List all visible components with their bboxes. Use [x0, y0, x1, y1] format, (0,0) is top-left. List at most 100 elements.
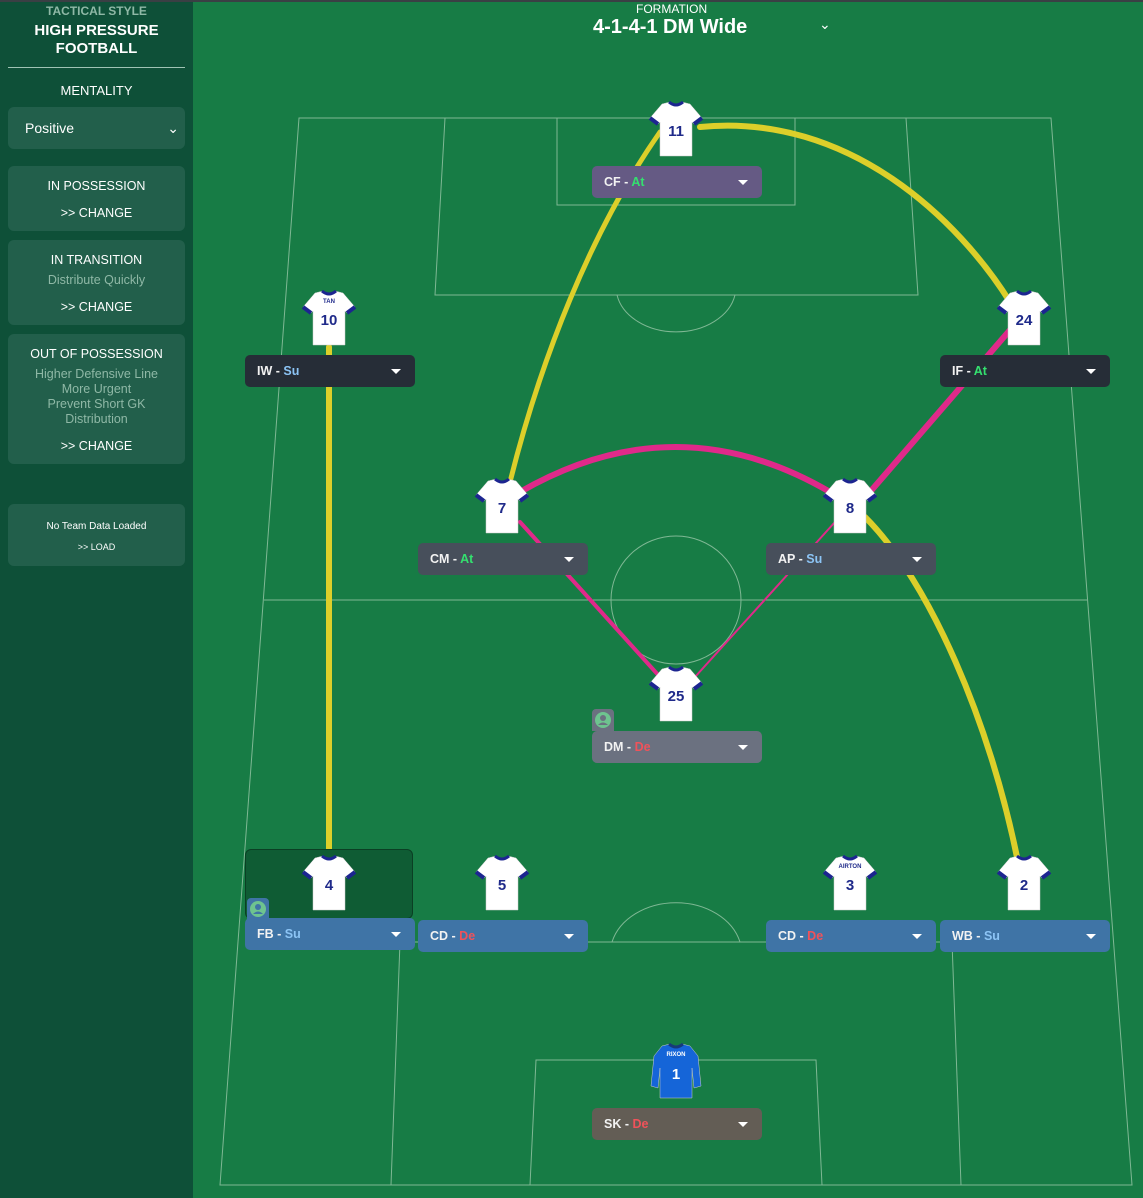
out-of-possession-card: OUT OF POSSESSION Higher Defensive Line …	[8, 334, 185, 464]
out-of-possession-items: Higher Defensive Line More Urgent Preven…	[12, 367, 181, 427]
chevron-down-icon[interactable]: ⌄	[819, 16, 831, 32]
mentality-value: Positive	[25, 120, 75, 136]
caret-down-icon	[564, 933, 574, 939]
shirt-number: 8	[846, 500, 854, 517]
role-label: WB - Su	[952, 929, 1000, 943]
role-duty: Su	[806, 552, 823, 566]
role-duty: De	[807, 929, 824, 943]
oop-item: Prevent Short GK Distribution	[47, 397, 146, 426]
shirt-number: 25	[668, 688, 685, 705]
role-duty: At	[631, 175, 645, 189]
pitch-outline	[219, 117, 1133, 1186]
oop-item: More Urgent	[61, 382, 132, 396]
role-label: FB - Su	[257, 927, 301, 941]
role-select-iw[interactable]: IW - Su	[245, 355, 415, 387]
role-position: AP -	[778, 552, 807, 566]
chevron-down-icon: ⌄	[167, 119, 179, 136]
player-profile-icon[interactable]	[592, 709, 614, 731]
tactical-style-title: HIGH PRESSURE FOOTBALL	[34, 22, 159, 57]
role-duty: Su	[983, 929, 1000, 943]
in-transition-change-button[interactable]: >> CHANGE	[60, 300, 133, 314]
role-position: SK -	[604, 1117, 633, 1131]
role-select-dm[interactable]: DM - De	[592, 731, 762, 763]
bottom-penalty-box	[390, 941, 962, 1186]
shirt-number: 4	[325, 877, 334, 894]
tactical-style-label: TACTICAL STYLE	[46, 4, 147, 18]
player-shirt[interactable]: 5	[474, 854, 530, 912]
player-shirt[interactable]: 4	[301, 854, 357, 912]
player-name: RIXON	[666, 1052, 685, 1058]
divider	[8, 67, 185, 68]
link-line	[697, 122, 1013, 305]
caret-down-icon	[564, 556, 574, 562]
role-select-sk[interactable]: SK - De	[592, 1108, 762, 1140]
load-team-button[interactable]: >> LOAD	[77, 542, 116, 552]
player-shirt[interactable]: 7	[474, 477, 530, 535]
role-label: IF - At	[952, 364, 987, 378]
shirt-number: 2	[1020, 877, 1028, 894]
role-position: CF -	[604, 175, 632, 189]
player-shirt[interactable]: 1 RIXON	[648, 1042, 704, 1100]
in-possession-change-button[interactable]: >> CHANGE	[60, 206, 133, 220]
shirt-number: 5	[498, 877, 506, 894]
shirt-number: 3	[846, 877, 854, 894]
role-duty: Su	[283, 364, 300, 378]
out-of-possession-title: OUT OF POSSESSION	[30, 347, 163, 361]
role-label: IW - Su	[257, 364, 299, 378]
team-data-status: No Team Data Loaded	[46, 521, 147, 532]
role-position: DM -	[604, 740, 635, 754]
shirt-number: 7	[498, 500, 506, 517]
bottom-penalty-arc	[611, 902, 741, 943]
shirt-number: 11	[668, 123, 684, 140]
player-shirt[interactable]: 3 AIRTON	[822, 854, 878, 912]
top-six-yard-box	[556, 118, 796, 206]
role-position: WB -	[952, 929, 984, 943]
role-select-cf[interactable]: CF - At	[592, 166, 762, 198]
mentality-select[interactable]: Positive ⌄	[8, 107, 185, 149]
role-label: CD - De	[778, 929, 823, 943]
in-transition-card: IN TRANSITION Distribute Quickly >> CHAN…	[8, 240, 185, 325]
role-label: CM - At	[430, 552, 473, 566]
role-label: CF - At	[604, 175, 645, 189]
out-of-possession-change-button[interactable]: >> CHANGE	[60, 439, 133, 453]
role-select-ap[interactable]: AP - Su	[766, 543, 936, 575]
top-penalty-arc	[616, 294, 736, 333]
top-penalty-box	[434, 117, 919, 296]
role-label: CD - De	[430, 929, 475, 943]
role-position: FB -	[257, 927, 285, 941]
role-label: AP - Su	[778, 552, 822, 566]
role-position: CD -	[430, 929, 460, 943]
link-line	[517, 444, 833, 495]
formation-select[interactable]: 4-1-4-1 DM Wide	[593, 16, 748, 38]
caret-down-icon	[912, 556, 922, 562]
caret-down-icon	[738, 1121, 748, 1127]
role-select-cm[interactable]: CM - At	[418, 543, 588, 575]
role-duty: De	[632, 1117, 649, 1131]
in-possession-title: IN POSSESSION	[47, 179, 146, 193]
role-select-cd[interactable]: CD - De	[418, 920, 588, 952]
role-select-wb[interactable]: WB - Su	[940, 920, 1110, 952]
player-shirt[interactable]: 24	[996, 289, 1052, 347]
role-select-fb[interactable]: FB - Su	[245, 918, 415, 950]
player-shirt[interactable]: 10 TAN	[301, 289, 357, 347]
center-circle	[610, 535, 742, 665]
shirt-number: 10	[321, 312, 338, 329]
team-data-card: No Team Data Loaded >> LOAD	[8, 504, 185, 566]
caret-down-icon	[391, 931, 401, 937]
caret-down-icon	[1086, 933, 1096, 939]
player-profile-icon[interactable]	[247, 898, 269, 920]
role-select-cd[interactable]: CD - De	[766, 920, 936, 952]
player-shirt[interactable]: 2	[996, 854, 1052, 912]
role-select-if[interactable]: IF - At	[940, 355, 1110, 387]
caret-down-icon	[912, 933, 922, 939]
shirt-number: 1	[672, 1066, 680, 1083]
in-transition-title: IN TRANSITION	[50, 253, 143, 267]
player-shirt[interactable]: 25	[648, 665, 704, 723]
player-shirt[interactable]: 11	[648, 100, 704, 158]
role-label: SK - De	[604, 1117, 648, 1131]
player-shirt[interactable]: 8	[822, 477, 878, 535]
role-duty: De	[459, 929, 476, 943]
sidebar: TACTICAL STYLE HIGH PRESSURE FOOTBALL ME…	[0, 2, 193, 1198]
role-position: CM -	[430, 552, 461, 566]
